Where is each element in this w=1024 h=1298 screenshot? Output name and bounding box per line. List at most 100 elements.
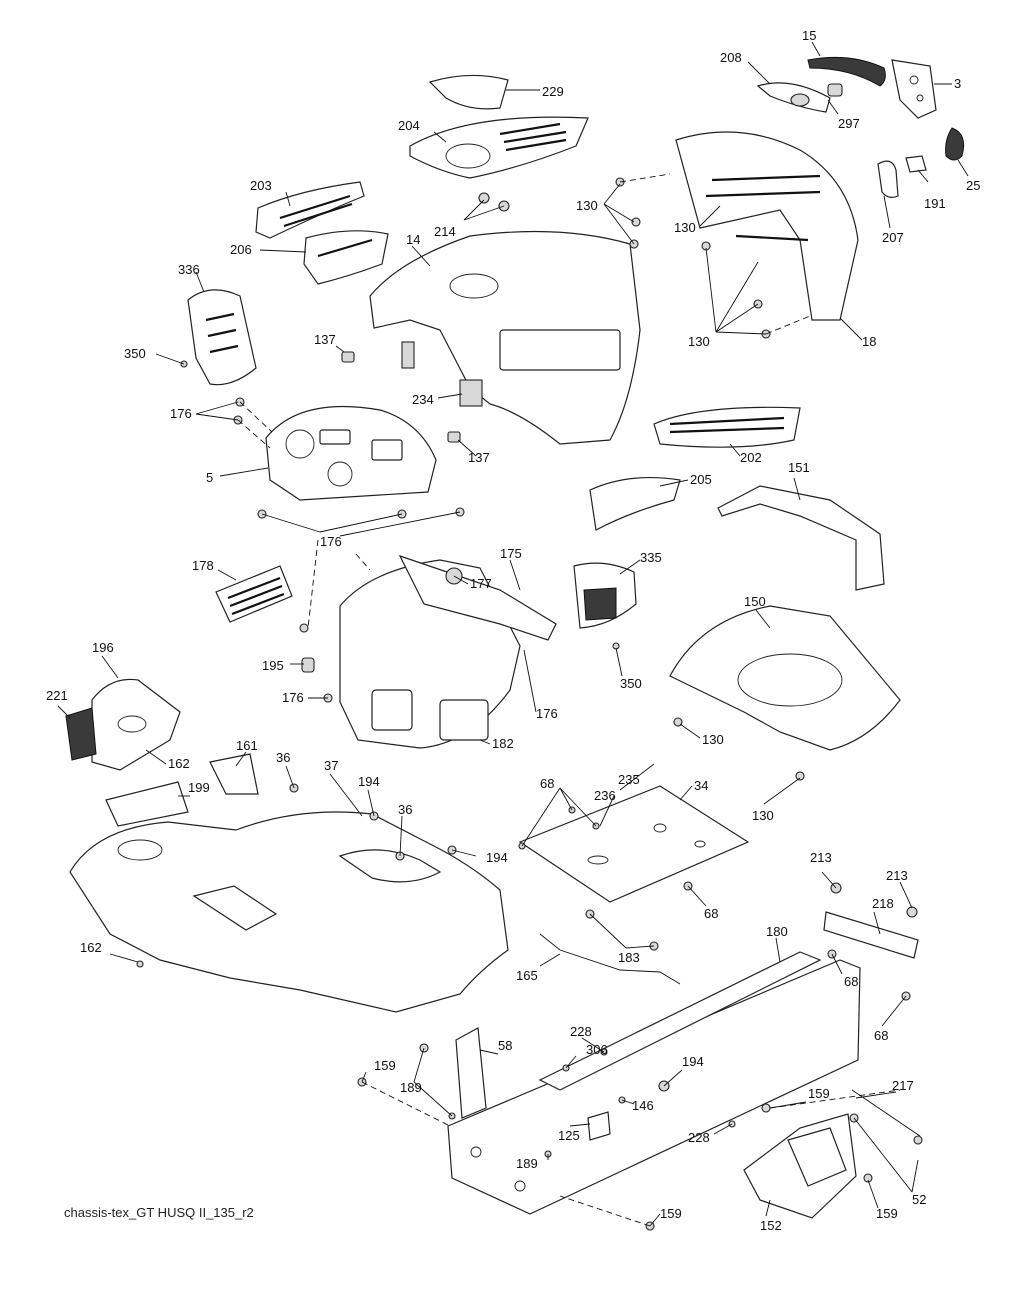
callout-194-upper: 194 bbox=[358, 774, 380, 789]
part-297-clip bbox=[827, 83, 843, 97]
callout-labels: 15 208 3 229 297 204 25 191 130 207 203 … bbox=[46, 28, 980, 1233]
part-165-linkage-rod bbox=[539, 933, 681, 985]
callout-159-bottom: 159 bbox=[660, 1206, 682, 1221]
callout-176-left: 176 bbox=[282, 690, 304, 705]
part-208-headlight-housing bbox=[756, 82, 831, 113]
part-34-mount-plate bbox=[518, 785, 750, 903]
part-5-dash-panel bbox=[265, 405, 437, 501]
callout-175: 175 bbox=[500, 546, 522, 561]
part-218-plate bbox=[823, 911, 919, 959]
part-214-fastener-pair bbox=[478, 192, 510, 212]
callout-18: 18 bbox=[862, 334, 876, 349]
callout-180: 180 bbox=[766, 924, 788, 939]
part-229-cover-plate bbox=[428, 74, 509, 110]
callout-159-right: 159 bbox=[808, 1086, 830, 1101]
part-203-grille-insert bbox=[255, 181, 365, 239]
part-161-step-pad bbox=[209, 753, 259, 795]
callout-159-left: 159 bbox=[374, 1058, 396, 1073]
callout-218: 218 bbox=[872, 896, 894, 911]
part-204-hood-top bbox=[409, 116, 589, 179]
callout-15: 15 bbox=[802, 28, 816, 43]
callout-196: 196 bbox=[92, 640, 114, 655]
callout-217: 217 bbox=[892, 1078, 914, 1093]
callout-25: 25 bbox=[966, 178, 980, 193]
part-137-clip bbox=[341, 351, 461, 443]
callout-178: 178 bbox=[192, 558, 214, 573]
part-14-hood bbox=[369, 230, 641, 445]
callout-68-plate: 68 bbox=[540, 776, 554, 791]
part-205-side-trim bbox=[589, 476, 681, 531]
callout-213-right: 213 bbox=[886, 868, 908, 883]
callout-68-mid: 68 bbox=[704, 906, 718, 921]
callout-159-foot: 159 bbox=[876, 1206, 898, 1221]
callout-130-lower: 130 bbox=[752, 808, 774, 823]
part-180-main-frame bbox=[447, 951, 861, 1215]
callout-194-lower: 194 bbox=[682, 1054, 704, 1069]
part-195-plug bbox=[301, 657, 315, 673]
callout-130-fascia: 130 bbox=[688, 334, 710, 349]
callout-234: 234 bbox=[412, 392, 434, 407]
callout-146: 146 bbox=[632, 1098, 654, 1113]
callout-130-top: 130 bbox=[576, 198, 598, 213]
callout-191: 191 bbox=[924, 196, 946, 211]
part-152-foot-bracket bbox=[743, 1113, 857, 1219]
callout-189-lower: 189 bbox=[516, 1156, 538, 1171]
callout-236: 236 bbox=[594, 788, 616, 803]
part-fender-deck bbox=[69, 811, 509, 1013]
part-15-trim-strip bbox=[807, 56, 886, 87]
callout-221: 221 bbox=[46, 688, 68, 703]
callout-228-lower: 228 bbox=[688, 1130, 710, 1145]
callout-152: 152 bbox=[760, 1218, 782, 1233]
callout-34: 34 bbox=[694, 778, 708, 793]
callout-183: 183 bbox=[618, 950, 640, 965]
callout-130-hood: 130 bbox=[674, 220, 696, 235]
callout-130-deflector: 130 bbox=[702, 732, 724, 747]
callout-137-lower: 137 bbox=[468, 450, 490, 465]
assembly-dash-lines bbox=[237, 173, 901, 1227]
part-217-rod bbox=[851, 1089, 921, 1137]
callout-297: 297 bbox=[838, 116, 860, 131]
callout-182: 182 bbox=[492, 736, 514, 751]
callout-213-left: 213 bbox=[810, 850, 832, 865]
callout-306: 306 bbox=[586, 1042, 608, 1057]
part-199-trim-plate bbox=[105, 781, 189, 827]
callout-161: 161 bbox=[236, 738, 258, 753]
callout-137-upper: 137 bbox=[314, 332, 336, 347]
callout-176-dash: 176 bbox=[320, 534, 342, 549]
part-151-bracket bbox=[717, 485, 885, 591]
callout-206: 206 bbox=[230, 242, 252, 257]
callout-214: 214 bbox=[434, 224, 456, 239]
callout-162-upper: 162 bbox=[168, 756, 190, 771]
part-206-vent bbox=[303, 230, 389, 285]
part-196-side-body bbox=[91, 678, 181, 771]
part-336-side-panel bbox=[187, 289, 257, 386]
callout-37: 37 bbox=[324, 758, 338, 773]
callout-177: 177 bbox=[470, 576, 492, 591]
callout-165: 165 bbox=[516, 968, 538, 983]
callout-350-upper: 350 bbox=[124, 346, 146, 361]
callout-235: 235 bbox=[618, 772, 640, 787]
callout-162-lower: 162 bbox=[80, 940, 102, 955]
callout-208: 208 bbox=[720, 50, 742, 65]
callout-151: 151 bbox=[788, 460, 810, 475]
callout-5: 5 bbox=[206, 470, 213, 485]
callout-202: 202 bbox=[740, 450, 762, 465]
callout-195: 195 bbox=[262, 658, 284, 673]
part-175-support-bracket bbox=[398, 554, 557, 641]
callout-189-upper: 189 bbox=[400, 1080, 422, 1095]
callout-125: 125 bbox=[558, 1128, 580, 1143]
leader-lines bbox=[57, 41, 969, 1227]
callout-68-right: 68 bbox=[874, 1028, 888, 1043]
callout-68-frame: 68 bbox=[844, 974, 858, 989]
callout-336: 336 bbox=[178, 262, 200, 277]
callout-207: 207 bbox=[882, 230, 904, 245]
part-18-front-fascia bbox=[675, 131, 859, 321]
callout-52: 52 bbox=[912, 1192, 926, 1207]
part-178-vent-plate bbox=[215, 565, 293, 623]
callout-335: 335 bbox=[640, 550, 662, 565]
callout-228-upper: 228 bbox=[570, 1024, 592, 1039]
callout-150: 150 bbox=[744, 594, 766, 609]
part-335-side-cover bbox=[573, 562, 637, 629]
